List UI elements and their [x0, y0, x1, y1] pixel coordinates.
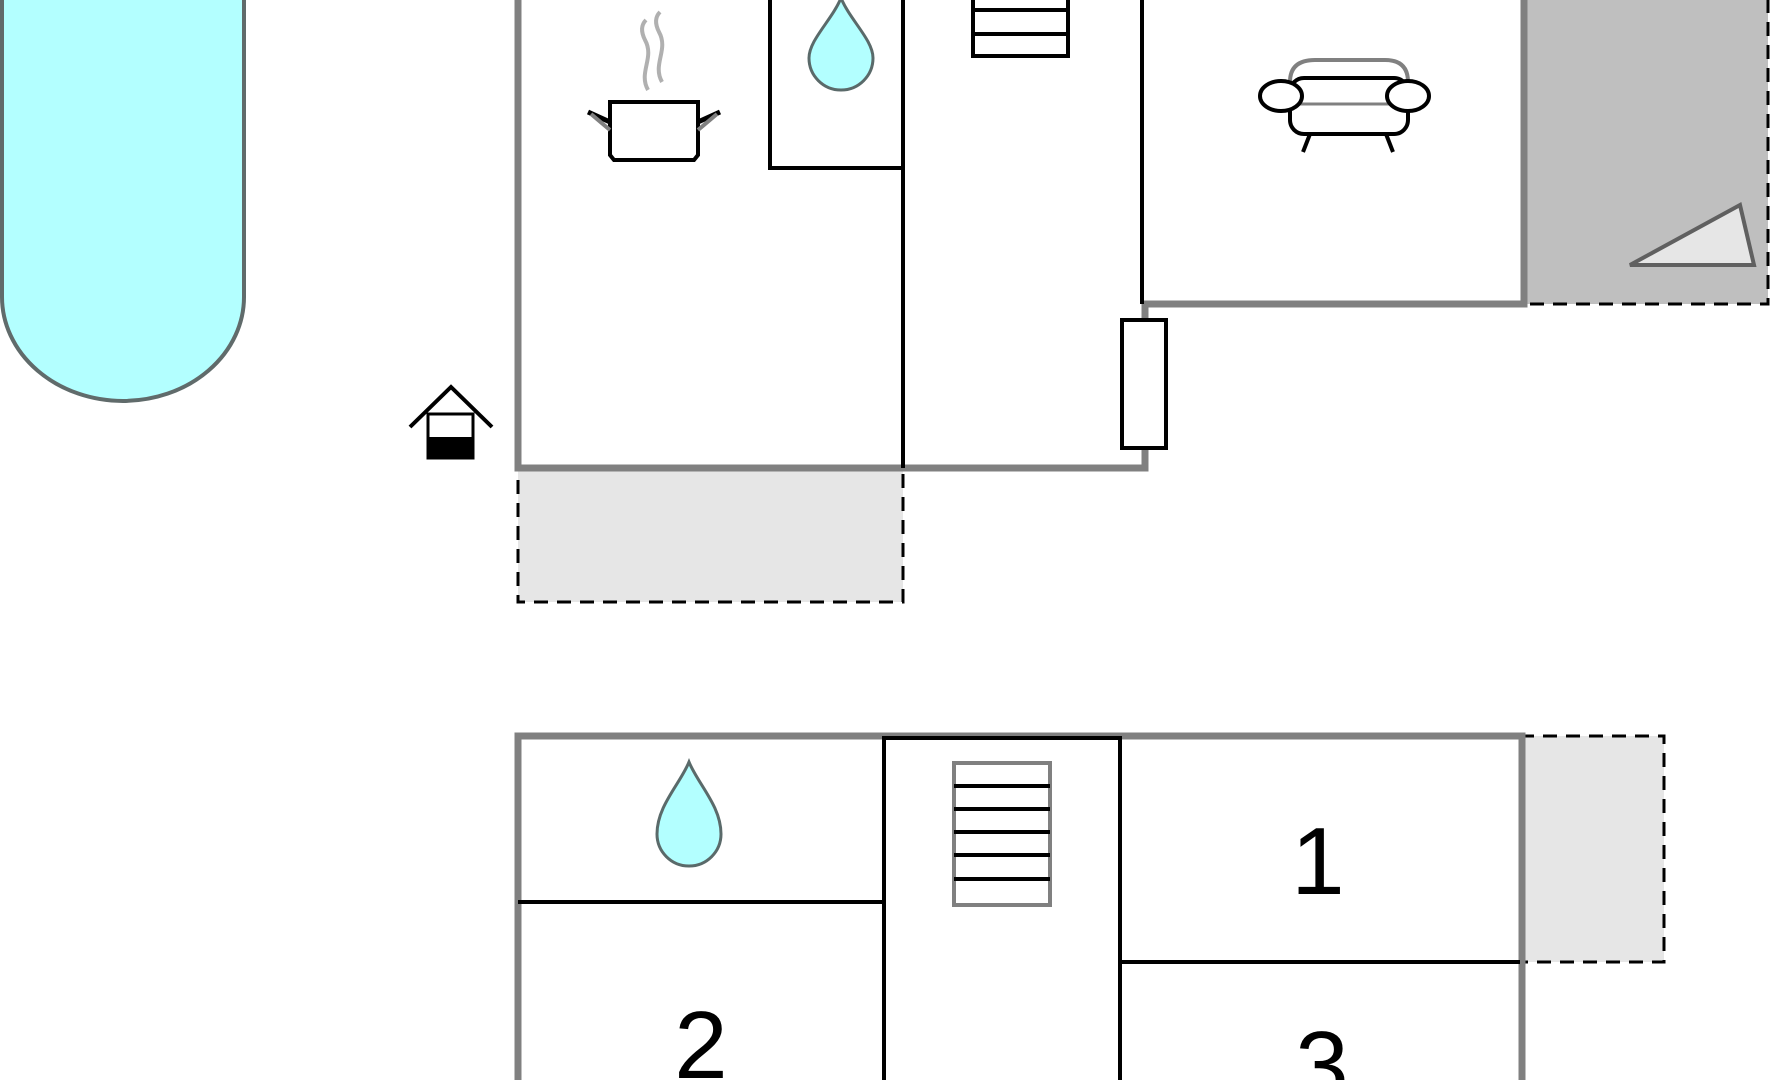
bedroom-number-1: 1	[1291, 808, 1344, 915]
staircase-icon	[971, 0, 1070, 58]
terrace-lower-left	[516, 466, 905, 604]
staircase-icon	[952, 761, 1052, 907]
bedroom-number-3: 3	[1295, 1012, 1348, 1080]
sofa-icon	[1258, 58, 1431, 153]
balcony	[1518, 734, 1666, 964]
fireplace-icon	[408, 384, 494, 460]
wall-cabinet	[1120, 318, 1168, 450]
cooking-pot-icon	[586, 10, 722, 162]
water-drop-icon	[807, 0, 875, 92]
water-drop-icon	[655, 758, 723, 868]
upper-outer-wall	[514, 0, 1528, 472]
swimming-pool	[0, 0, 246, 403]
bathroom-walls-upper	[768, 0, 903, 170]
bedroom-number-2: 2	[674, 992, 727, 1080]
lower-floor: 1 2 3	[514, 732, 1666, 1080]
terrace-triangle-icon	[1629, 201, 1757, 267]
upper-floor	[408, 0, 1770, 604]
